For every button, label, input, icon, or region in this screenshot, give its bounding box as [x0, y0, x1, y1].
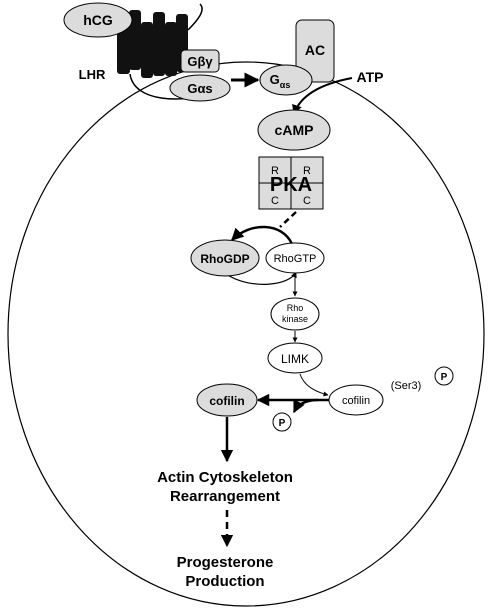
- arrow-atp-to-camp: [292, 77, 353, 115]
- g-alpha-s-ac-label: Gαs: [270, 72, 291, 90]
- g-alpha-s-label: Gαs: [187, 81, 212, 96]
- progesterone-label-1: Progesterone: [177, 554, 274, 571]
- actin-label-2: Rearrangement: [170, 488, 280, 505]
- camp-node: [257, 109, 331, 151]
- progesterone-label-2: Production: [185, 573, 264, 590]
- phosphate-top-label: P: [441, 372, 448, 383]
- lhr-label: LHR: [79, 67, 106, 82]
- limk-node: [267, 342, 323, 374]
- cell-membrane: [7, 61, 485, 607]
- camp-label: cAMP: [275, 122, 314, 138]
- pka-c-left: C: [271, 195, 279, 207]
- phosphate-top: [434, 366, 454, 386]
- phosphate-bottom-label: P: [279, 418, 286, 429]
- actin-label-1: Actin Cytoskeleton: [157, 469, 293, 486]
- g-beta-gamma-node: [180, 49, 220, 73]
- pka-c-right: C: [303, 195, 311, 207]
- ac-node: [295, 19, 335, 83]
- rhogtp-label: RhoGTP: [274, 253, 317, 265]
- atp-label: ATP: [357, 69, 384, 85]
- arrow-pka-dashed: [279, 211, 297, 228]
- hcg-label: hCG: [83, 12, 113, 28]
- pka-r-right: R: [303, 165, 311, 177]
- arrow-phosphate-release: [292, 398, 319, 414]
- arrow-rhogdp-to-rhogtp: [225, 271, 297, 285]
- phosphate-bottom: [272, 412, 292, 432]
- g-alpha-s-ac-node: [259, 64, 313, 96]
- cofilin-node: [196, 383, 258, 417]
- rho-kinase-label-2: kinase: [282, 314, 308, 324]
- g-alpha-s-node: [169, 74, 231, 102]
- arrow-rhogtp-to-rhogdp: [231, 225, 294, 245]
- hcg-node: [63, 2, 133, 38]
- ser3-label: (Ser3): [391, 380, 422, 392]
- pka-r-left: R: [271, 165, 279, 177]
- limk-label: LIMK: [281, 352, 309, 366]
- rho-kinase-node: [270, 297, 320, 331]
- rhogdp-label: RhoGDP: [200, 252, 249, 266]
- pka-complex: [258, 156, 324, 210]
- arrow-limk-to-phospho-cofilin: [299, 373, 329, 397]
- pka-label: PKA: [270, 174, 312, 196]
- phospho-cofilin-label: cofilin: [342, 395, 370, 407]
- g-beta-gamma-label: Gβγ: [187, 54, 213, 69]
- ac-label: AC: [305, 42, 325, 58]
- rho-kinase-label-1: Rho: [287, 303, 304, 313]
- rhogdp-node: [190, 239, 260, 277]
- cofilin-label: cofilin: [209, 394, 244, 408]
- rhogtp-node: [265, 242, 325, 274]
